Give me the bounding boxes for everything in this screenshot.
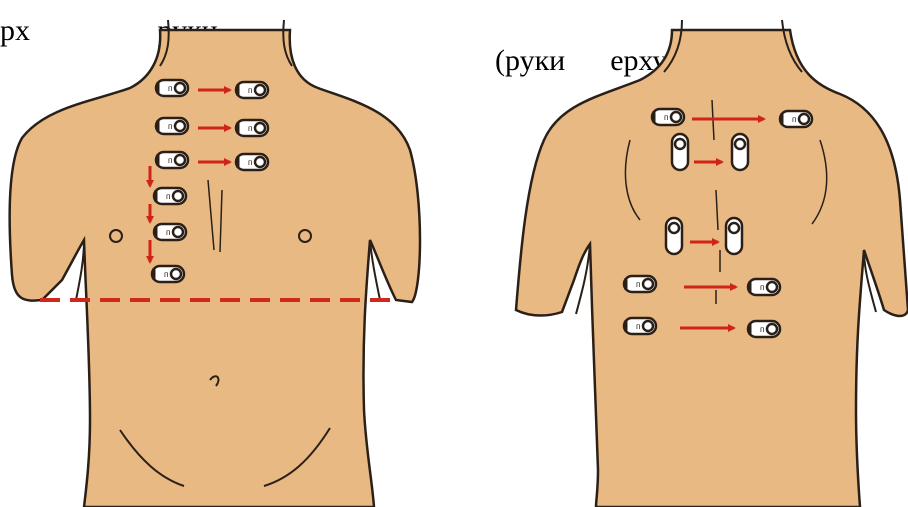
finger-pad-icon <box>236 154 268 170</box>
finger-pad-icon <box>748 279 780 295</box>
finger-pad-icon <box>156 80 188 96</box>
finger-pad-icon <box>672 134 688 170</box>
finger-pad-icon <box>726 218 742 254</box>
finger-pad-icon <box>156 118 188 134</box>
finger-pad-icon <box>154 188 186 204</box>
finger-pad-icon <box>624 318 656 334</box>
finger-pad-icon <box>624 276 656 292</box>
finger-pad-icon <box>748 321 780 337</box>
front-torso-body <box>10 30 420 507</box>
finger-pad-icon <box>780 111 812 127</box>
finger-pad-icon <box>152 266 184 282</box>
finger-pad-icon <box>154 224 186 240</box>
finger-pad-icon <box>156 152 188 168</box>
posterior-torso <box>516 20 908 507</box>
finger-pad-icon <box>732 134 748 170</box>
finger-pad-icon <box>652 109 684 125</box>
finger-pad-icon <box>236 82 268 98</box>
anterior-torso <box>10 20 420 507</box>
finger-pad-icon <box>666 218 682 254</box>
finger-pad-icon <box>236 120 268 136</box>
